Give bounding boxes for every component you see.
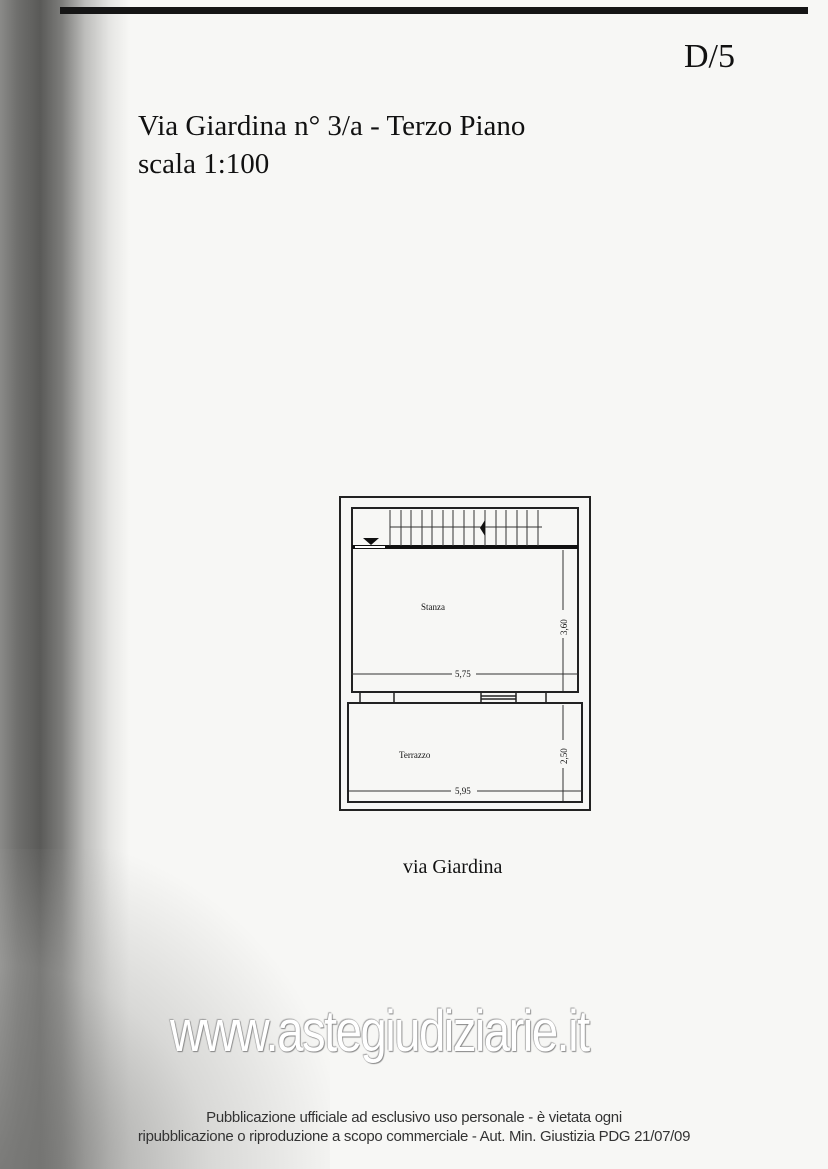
staircase [389,510,542,546]
scan-shadow-bottom [0,849,330,1169]
scan-top-edge [60,7,808,14]
stair-direction-arrow-icon [480,520,485,536]
dimension-terrazzo-width: 5,95 [455,786,471,796]
dimension-stanza-width: 5,75 [455,669,471,679]
legal-notice: Pubblicazione ufficiale ad esclusivo uso… [0,1108,828,1146]
notice-line-1: Pubblicazione ufficiale ad esclusivo uso… [206,1109,622,1126]
room-stanza-walls [351,507,579,693]
room-label-terrazzo: Terrazzo [399,750,431,760]
level-marker-icon [363,538,379,545]
watermark: www.astegiudiziarie.it [170,999,590,1064]
room-label-stanza: Stanza [421,602,445,612]
notice-line-2: ripubblicazione o riproduzione a scopo c… [137,1128,691,1145]
document-title: Via Giardina n° 3/a - Terzo Piano scala … [138,107,525,183]
dimension-terrazzo-depth: 2,50 [559,748,569,764]
street-label: via Giardina [403,856,503,878]
plan-outer-border [339,496,591,811]
page-code: D/5 [684,38,735,75]
dimension-stanza-depth: 3,60 [559,619,569,635]
title-scale: scala 1:100 [138,148,270,180]
title-address: Via Giardina n° 3/a - Terzo Piano [138,110,526,142]
